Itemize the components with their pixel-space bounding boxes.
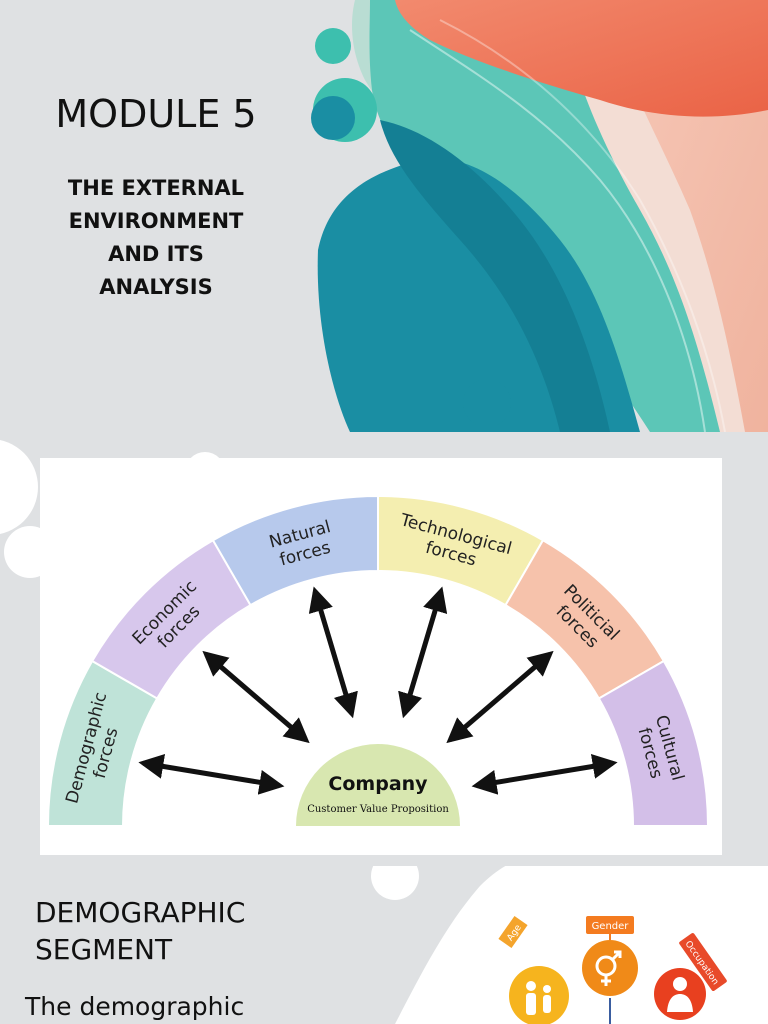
force-segment: Demographicforces xyxy=(46,659,159,827)
force-arrow xyxy=(202,650,310,744)
module-subtitle: THE EXTERNAL ENVIRONMENT AND ITS ANALYSI… xyxy=(20,172,292,304)
wave-decoration xyxy=(311,0,768,432)
force-arrow xyxy=(308,586,358,719)
force-arrow xyxy=(446,650,554,744)
module-title: MODULE 5 xyxy=(55,92,257,136)
age-tag xyxy=(498,915,528,949)
title-line: SEGMENT xyxy=(35,933,173,966)
people-icon xyxy=(509,966,569,1024)
segment-body-text: The demographic xyxy=(25,992,245,1021)
occupation-tag xyxy=(679,933,727,991)
company-sublabel: Customer Value Proposition xyxy=(307,804,449,815)
segment-title: DEMOGRAPHIC SEGMENT xyxy=(35,894,355,968)
subtitle-line: AND ITS xyxy=(108,242,204,266)
gender-icon xyxy=(582,940,638,996)
subtitle-line: ENVIRONMENT xyxy=(68,209,244,233)
title-slide: MODULE 5 THE EXTERNAL ENVIRONMENT AND IT… xyxy=(0,0,768,432)
force-segment: Culturalforces xyxy=(597,659,710,827)
force-segment: Technologicalforces xyxy=(377,494,545,607)
subtitle-line: ANALYSIS xyxy=(99,275,213,299)
gender-tag xyxy=(586,916,634,934)
occupation-badge: Occupation xyxy=(654,933,727,1020)
gender-label: Gender xyxy=(592,921,630,932)
age-badge: Age xyxy=(498,915,569,1024)
company-label: Company xyxy=(328,773,428,795)
force-arrow xyxy=(138,754,285,795)
title-line: DEMOGRAPHIC xyxy=(35,896,246,929)
forces-diagram: DemographicforcesEconomicforcesNaturalfo… xyxy=(46,494,710,827)
subtitle-line: THE EXTERNAL xyxy=(67,176,245,200)
force-segment: Naturalforces xyxy=(211,494,379,607)
force-segment: Politicialforces xyxy=(504,538,666,700)
demographic-slide: DEMOGRAPHIC SEGMENT The demographic Age … xyxy=(0,866,768,1024)
company-dome xyxy=(296,744,460,826)
force-arrow xyxy=(398,586,448,719)
gender-badge: Gender xyxy=(582,916,638,1024)
force-arrow xyxy=(471,754,618,795)
